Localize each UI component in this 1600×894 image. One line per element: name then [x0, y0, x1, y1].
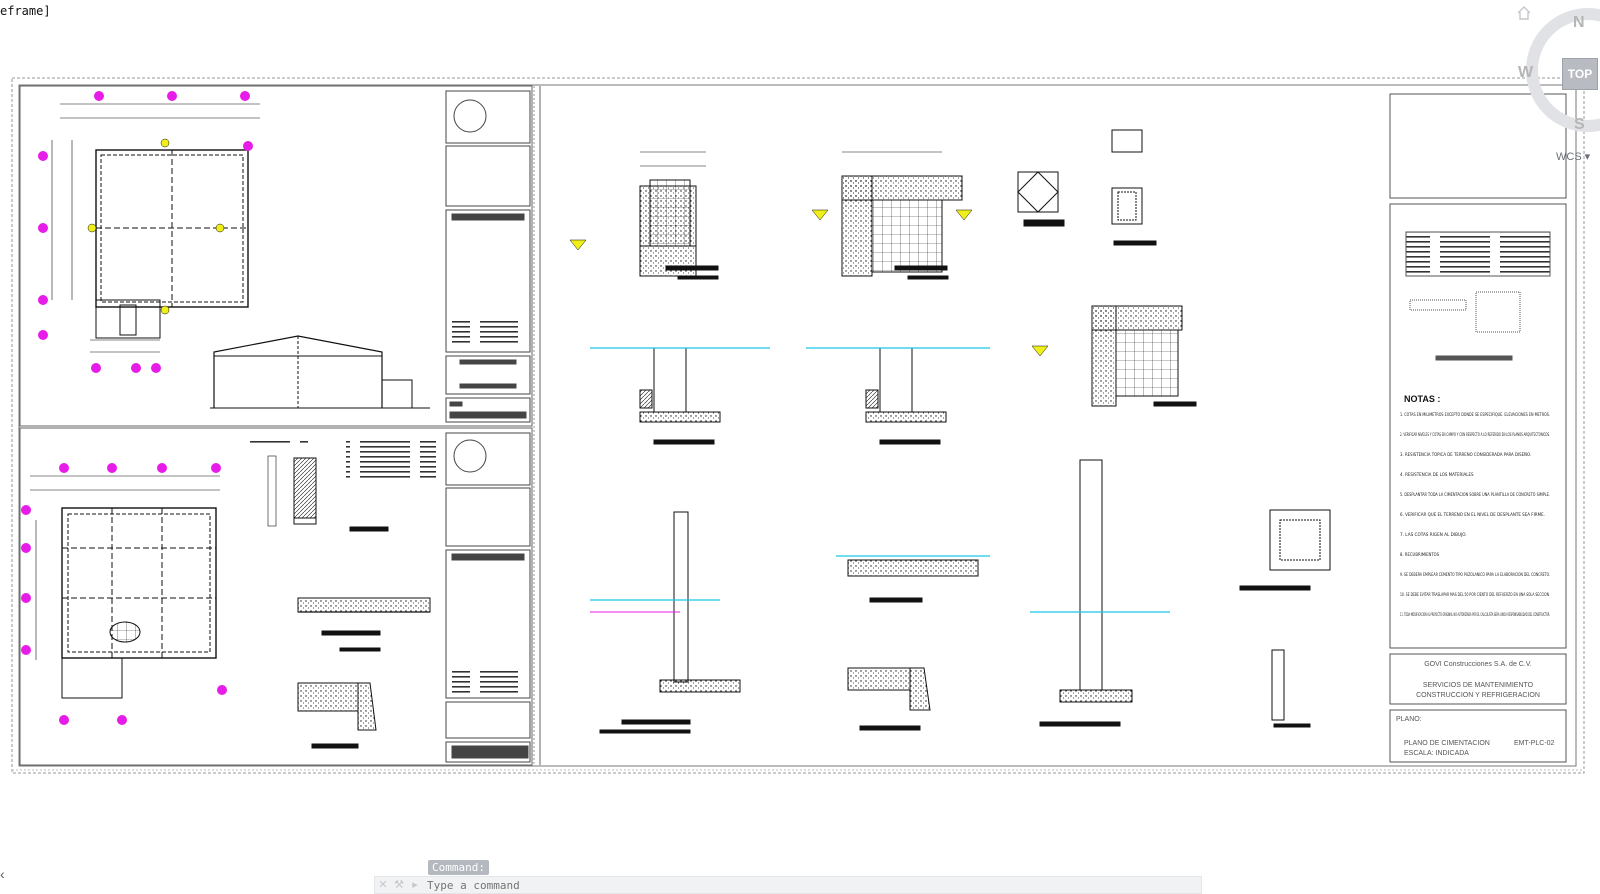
title-block-right	[1389, 93, 1567, 763]
view-top-button[interactable]: TOP	[1562, 58, 1598, 90]
paper-border	[11, 77, 1585, 774]
pedestal-detail	[1239, 509, 1331, 728]
footing-detail-2	[811, 151, 973, 280]
notes-list: 1. COTAS EN MILIMETROS EXCEPTO DONDE SE …	[1400, 412, 1550, 618]
command-prompt-icon: ▸	[412, 879, 418, 891]
wall-footing-1	[590, 347, 770, 445]
chevron-left-icon[interactable]: ‹	[0, 866, 5, 882]
note-item: 3. RESISTENCIA TOPICA DE TERRENO CONSIDE…	[1400, 451, 1531, 458]
wrench-icon[interactable]: ⚒	[394, 879, 404, 891]
slab-detail-1	[297, 597, 431, 652]
note-item: 4. RESISTENCIA DE LOS MATERIALES	[1400, 472, 1474, 478]
left-panel-bottom	[19, 427, 533, 766]
compass-west[interactable]: W	[1518, 64, 1534, 81]
foundation-plan-lower	[21, 463, 227, 725]
view-cube[interactable]	[1510, 0, 1600, 220]
note-item: 6. VERIFICAR QUE EL TERRENO EN EL NIVEL …	[1400, 512, 1545, 518]
home-icon[interactable]	[1516, 6, 1532, 20]
corner-footing-detail	[1031, 305, 1197, 407]
footing-detail-1	[569, 151, 719, 280]
building-section	[210, 335, 430, 409]
left-panel-top	[19, 85, 533, 427]
note-item: 8. RECUBRIMIENTOS	[1400, 552, 1439, 558]
note-item: 2. VERIFICAR NIVELES Y COTAS EN CAMPO Y …	[1400, 432, 1550, 438]
sheet-frame	[18, 84, 1577, 767]
soil-detail	[250, 440, 436, 532]
viewport-label: eframe]	[0, 4, 51, 18]
command-history-label: Command:	[428, 860, 489, 875]
plano-code: EMT-PLC-02	[1514, 740, 1555, 747]
plano-scale: ESCALA: INDICADA	[1404, 750, 1469, 757]
company-name: GOVI Construcciones S.A. de C.V.	[1424, 661, 1532, 668]
title-block-left-top	[445, 90, 531, 423]
service-line-2: CONSTRUCCION Y REFRIGERACION	[1416, 692, 1540, 699]
note-item: 7. LAS COTAS RIGEN AL DIBUJO.	[1400, 532, 1467, 538]
close-icon[interactable]: ✕	[378, 879, 388, 891]
plano-title: PLANO DE CIMENTACION	[1404, 740, 1490, 747]
note-item: 9. SE DEBERA EMPLEAR CEMENTO TIPO PUZOLA…	[1400, 572, 1550, 578]
note-item: 10. SE DEBE EVITAR TRASLAPAR MAS DEL 50 …	[1400, 592, 1550, 598]
notes-heading: NOTAS :	[1404, 394, 1440, 404]
wall-footing-2	[806, 347, 990, 445]
column-section	[1017, 129, 1157, 246]
compass-south[interactable]: S	[1574, 116, 1585, 133]
ucs-label: WCS	[1556, 150, 1582, 163]
service-line-1: SERVICIOS DE MANTENIMIENTO	[1423, 682, 1534, 689]
plano-label: PLANO:	[1396, 716, 1422, 723]
compass-north[interactable]: N	[1573, 14, 1585, 31]
note-item: 1. COTAS EN MILIMETROS EXCEPTO DONDE SE …	[1400, 412, 1550, 418]
command-line: ✕ ⚒ ▸	[374, 876, 1202, 894]
foundation-plan-upper	[38, 91, 260, 373]
retaining-wall-detail	[590, 511, 741, 734]
ucs-menu[interactable]: WCS▾	[1556, 150, 1591, 164]
wall-section-tall	[1030, 459, 1170, 727]
command-input[interactable]	[423, 878, 1201, 892]
slab-detail-2	[297, 682, 377, 749]
title-block-left-bottom	[445, 432, 531, 763]
note-item: 5. DESPLANTAR TODA LA CIMENTACION SOBRE …	[1400, 492, 1550, 498]
note-item: 11. TODA MODIFICACION AL PROYECTO ORIGIN…	[1400, 612, 1550, 618]
chevron-down-icon: ▾	[1584, 151, 1591, 163]
slab-on-grade-detail	[836, 555, 990, 731]
